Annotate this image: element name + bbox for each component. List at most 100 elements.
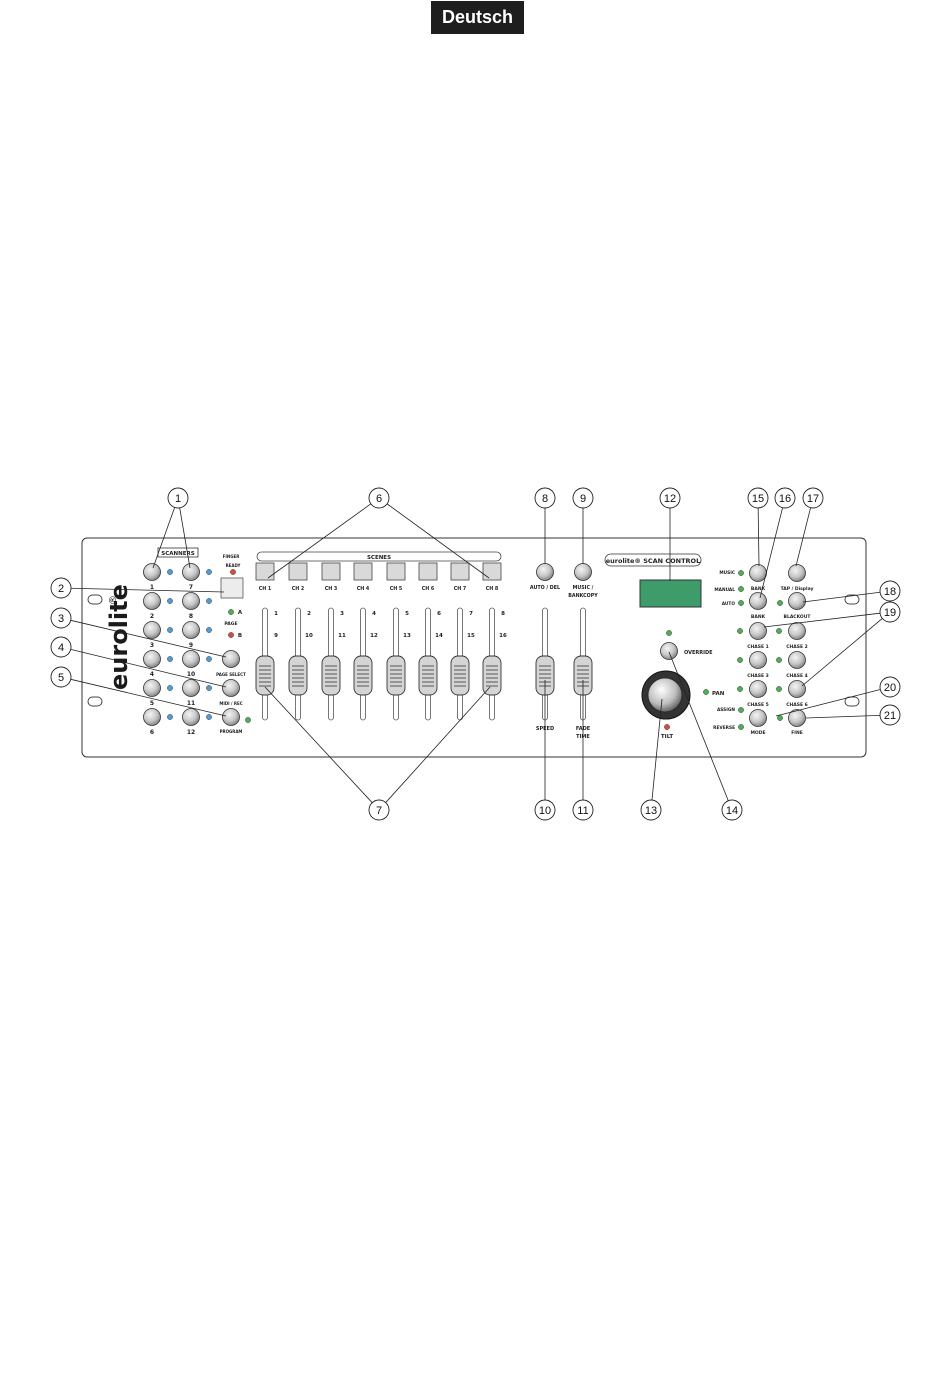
scene-button-ch1[interactable] [255, 562, 275, 581]
blackout-button[interactable] [788, 592, 806, 610]
callout-circle [50, 666, 72, 688]
scene-channel-label: CH 4 [357, 586, 370, 592]
bank-up-label: BANK [751, 586, 766, 592]
assign-label: ASSIGN [717, 707, 735, 713]
scanner-button-7[interactable] [182, 563, 200, 581]
manual-led [738, 586, 744, 592]
callout-number: 6 [376, 493, 382, 505]
auto-del-label: AUTO / DEL [530, 585, 560, 591]
rack-hole [844, 594, 860, 605]
scene-button-ch3[interactable] [321, 562, 341, 581]
fader-number-bottom: 16 [499, 633, 507, 639]
scanner-button-2[interactable] [143, 592, 161, 610]
scanner-button-9[interactable] [182, 621, 200, 639]
joystick[interactable] [647, 677, 683, 713]
page-a-led [228, 609, 234, 615]
scanner-led-7 [206, 569, 212, 575]
tap-display-button[interactable] [788, 564, 806, 582]
fader-knob-6[interactable] [418, 655, 438, 696]
bank-down-button[interactable] [749, 592, 767, 610]
scanner-button-6[interactable] [143, 708, 161, 726]
callout-leader [651, 698, 663, 801]
scene-button-ch6[interactable] [418, 562, 438, 581]
callout-circle [534, 487, 556, 509]
callout-leader [152, 507, 176, 569]
fader-number-top: 6 [437, 611, 441, 617]
fader-number-bottom: 12 [370, 633, 378, 639]
callout-circle [50, 577, 72, 599]
bank-up-button[interactable] [749, 564, 767, 582]
fader-number-bottom: 10 [305, 633, 313, 639]
scanner-led-6 [167, 714, 173, 720]
scene-button-ch5[interactable] [386, 562, 406, 581]
fine-button[interactable] [788, 709, 806, 727]
callout-circle [50, 636, 72, 658]
chase-2-button[interactable] [788, 622, 806, 640]
midi-rec-button[interactable] [222, 679, 240, 697]
music-bankcopy-button[interactable] [574, 563, 592, 581]
scenes-label: SCENES [367, 555, 391, 561]
tilt-led [664, 724, 670, 730]
language-tag: Deutsch [431, 1, 524, 34]
scanner-button-label: 8 [189, 613, 193, 620]
program-button[interactable] [222, 708, 240, 726]
fader-knob-8[interactable] [482, 655, 502, 696]
fader-knob-4[interactable] [353, 655, 373, 696]
chase-1-button[interactable] [749, 622, 767, 640]
fader-knob-5[interactable] [386, 655, 406, 696]
callout-circle [879, 676, 901, 698]
chase-3-button[interactable] [749, 651, 767, 669]
fader-knob-7[interactable] [450, 655, 470, 696]
callout-circle [572, 799, 594, 821]
finger-label: FINGER [223, 554, 240, 559]
callout-leader [759, 507, 783, 599]
lcd-display [639, 579, 702, 608]
scanner-button-8[interactable] [182, 592, 200, 610]
callout-circle [802, 487, 824, 509]
model-logo: eurolite® SCAN CONTROL [606, 557, 700, 565]
scanner-button-11[interactable] [182, 679, 200, 697]
callout-number: 16 [779, 493, 791, 505]
reverse-led [738, 724, 744, 730]
chase-led-2 [776, 628, 782, 634]
chase-6-button[interactable] [788, 680, 806, 698]
scanner-button-12[interactable] [182, 708, 200, 726]
fader-knob-3[interactable] [321, 655, 341, 696]
fader-knob-2[interactable] [288, 655, 308, 696]
fader-number-bottom: 11 [338, 633, 346, 639]
scene-button-ch2[interactable] [288, 562, 308, 581]
fader-knob-1[interactable] [255, 655, 275, 696]
chase-4-button[interactable] [788, 651, 806, 669]
mode-button[interactable] [749, 709, 767, 727]
scene-button-ch4[interactable] [353, 562, 373, 581]
scanner-button-5[interactable] [143, 679, 161, 697]
override-label: OVERRIDE [684, 650, 713, 656]
override-button[interactable] [660, 642, 678, 660]
scanner-button-3[interactable] [143, 621, 161, 639]
auto-led [738, 600, 744, 606]
fader-number-top: 8 [501, 611, 505, 617]
model-logo-box [604, 553, 702, 567]
fader-number-top: 3 [340, 611, 344, 617]
scanner-button-label: 1 [150, 584, 154, 591]
chase-5-button[interactable] [749, 680, 767, 698]
callout-leader [70, 619, 227, 658]
scene-button-ch8[interactable] [482, 562, 502, 581]
page-select-button[interactable] [222, 650, 240, 668]
callout-circle [879, 601, 901, 623]
fader-number-top: 1 [274, 611, 278, 617]
scene-button-ch7[interactable] [450, 562, 470, 581]
reverse-label: REVERSE [713, 725, 735, 731]
scanner-button-1[interactable] [143, 563, 161, 581]
scanner-led-1 [167, 569, 173, 575]
callout-number: 18 [884, 586, 896, 598]
auto-del-button[interactable] [536, 563, 554, 581]
scanner-button-4[interactable] [143, 650, 161, 668]
music-label: MUSIC / [573, 585, 594, 591]
scanner-led-4 [167, 656, 173, 662]
callout-leader [668, 651, 729, 801]
finger-pad[interactable] [220, 577, 244, 599]
page-a-label: A [238, 610, 243, 616]
scanner-button-10[interactable] [182, 650, 200, 668]
page-label: PAGE [224, 621, 237, 627]
